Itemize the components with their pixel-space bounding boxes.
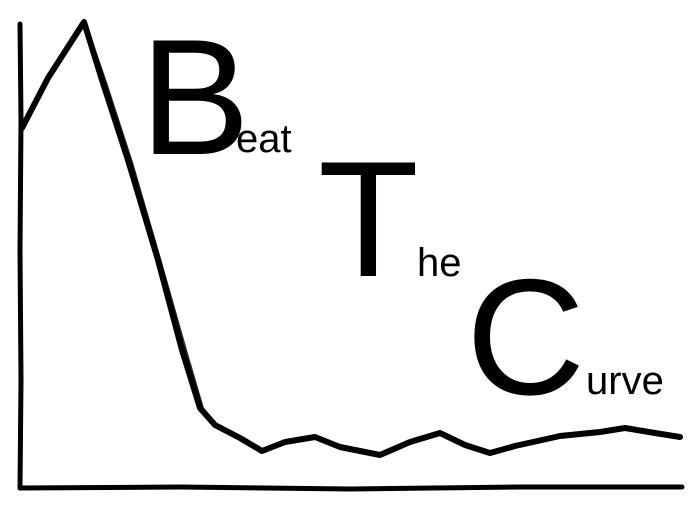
word-beat-initial: B (140, 5, 250, 189)
word-the-rest: he (417, 241, 462, 285)
word-the-initial: T (318, 127, 419, 311)
word-curve-initial: C (466, 245, 585, 429)
x-axis-line (17, 484, 685, 492)
y-axis-line (17, 21, 24, 491)
word-beat-rest: eat (236, 117, 292, 161)
curve-line-shadow (84, 24, 205, 412)
word-curve-rest: urve (586, 359, 664, 403)
curve-line (19, 19, 683, 458)
